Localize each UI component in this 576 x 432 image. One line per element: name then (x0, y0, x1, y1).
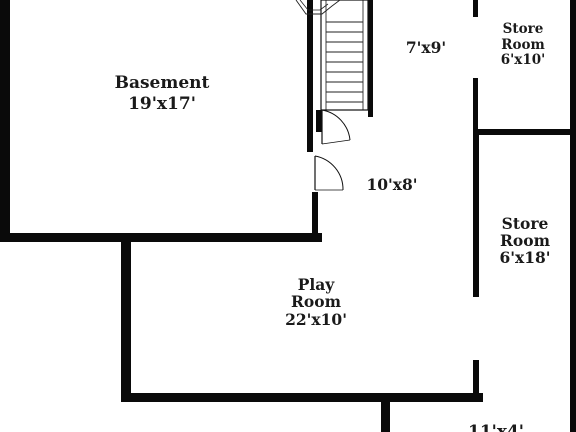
room-play-room-name-line2: Room (291, 292, 342, 311)
wall-playroom-bottom (121, 393, 483, 402)
wall-right-outer (570, 0, 576, 432)
room-basement: Basement 19'x17' (115, 73, 210, 114)
room-store-2-size: 6'x18' (499, 248, 550, 267)
room-play-room: Play Room 22'x10' (285, 275, 347, 329)
wall-basement-right-lower (312, 192, 318, 242)
room-hall-lower-size: 10'x8' (366, 175, 417, 194)
wall-basement-bottom (0, 233, 322, 242)
room-hall-upper-size: 7'x9' (406, 38, 446, 57)
room-play-room-name-line1: Play (298, 275, 336, 294)
room-basement-size: 19'x17' (128, 94, 196, 114)
wall-playroom-right-lower (473, 360, 479, 402)
wall-basement-left (0, 0, 10, 242)
room-store-2-name-line1: Store (502, 214, 549, 233)
stair-landing-arrow (295, 0, 341, 15)
room-store-1: Store Room 6'x10' (501, 21, 546, 68)
door-stair (321, 109, 351, 145)
room-bottom-size: 11'x4' (468, 422, 524, 432)
wall-bottom-room-left (381, 398, 390, 432)
wall-store1-left-upper (473, 0, 478, 17)
wall-stair-right (368, 0, 373, 117)
room-store-1-size: 6'x10' (501, 52, 546, 68)
room-store-1-name-line2: Room (501, 37, 545, 53)
wall-store2-left (473, 129, 479, 297)
stair-treads (326, 21, 363, 103)
wall-store1-left-lower (473, 78, 478, 136)
room-play-room-size: 22'x10' (285, 310, 347, 329)
staircase (295, 0, 369, 111)
room-store-2-name-line2: Room (500, 231, 551, 250)
wall-basement-right-upper (307, 0, 313, 152)
wall-playroom-left (121, 233, 131, 401)
room-store-1-name-line1: Store (503, 21, 544, 37)
room-basement-name: Basement (115, 73, 210, 93)
door-basement (314, 155, 344, 191)
wall-stair-post (316, 110, 322, 132)
room-store-2: Store Room 6'x18' (499, 214, 550, 267)
stair-outline (320, 0, 369, 111)
wall-store1-bottom (473, 129, 576, 135)
